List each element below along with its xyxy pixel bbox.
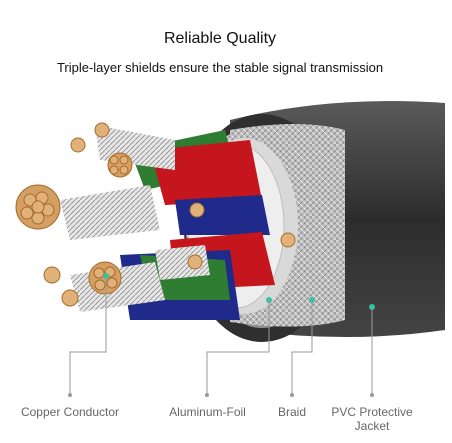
label-aluminum-foil: Aluminum-Foil (169, 405, 246, 419)
label-braid: Braid (277, 405, 306, 419)
label-pvc-jacket-line1: PVC Protective (331, 405, 413, 419)
callout-dots (68, 393, 374, 397)
page-subtitle: Triple-layer shields ensure the stable s… (56, 60, 384, 75)
label-pvc-jacket: PVC Protective Jacket (325, 405, 419, 433)
label-pvc-jacket-line2: Jacket (354, 419, 390, 433)
page-title: Reliable Quality (163, 30, 277, 47)
copper-conductors (15, 122, 296, 307)
label-copper-conductor: Copper Conductor (20, 405, 120, 419)
callout-lines (69, 276, 373, 393)
